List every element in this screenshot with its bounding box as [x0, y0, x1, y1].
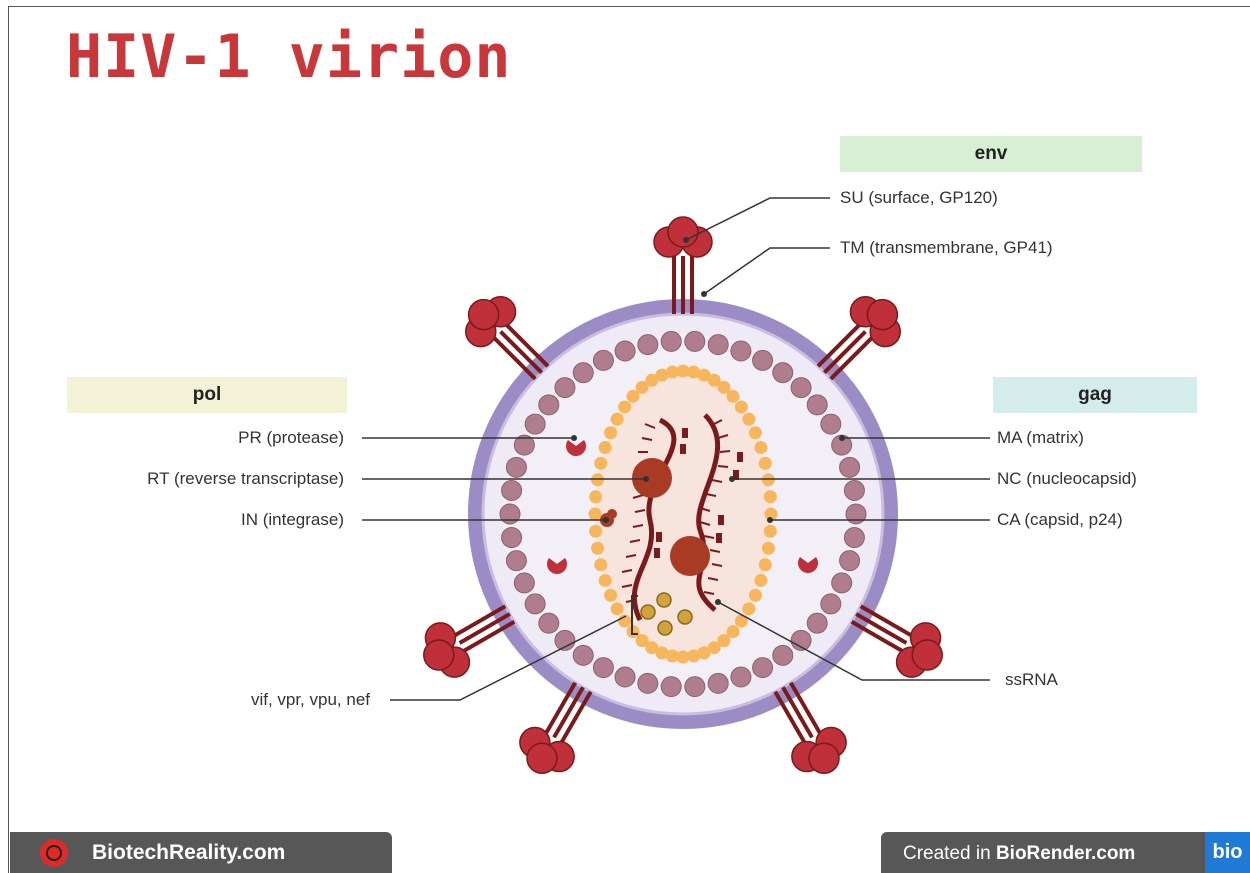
biorender-badge: bio	[1205, 832, 1250, 873]
label-accessory: vif, vpr, vpu, nef	[180, 690, 370, 710]
capsid-protein	[749, 589, 762, 602]
matrix-protein	[525, 594, 545, 614]
matrix-protein	[821, 414, 841, 434]
matrix-protein	[615, 341, 635, 361]
label-ma: MA (matrix)	[997, 428, 1084, 448]
capsid-protein	[764, 525, 777, 538]
capsid-protein	[618, 400, 631, 413]
matrix-protein	[840, 551, 860, 571]
matrix-protein	[506, 551, 526, 571]
label-in: IN (integrase)	[150, 510, 344, 530]
capsid-protein	[754, 441, 767, 454]
capsid-protein	[589, 508, 602, 521]
matrix-protein	[514, 573, 534, 593]
env-group-header: env	[840, 136, 1142, 172]
capsid-protein	[591, 542, 604, 555]
matrix-protein	[708, 335, 728, 355]
footer-site-banner: BiotechReality.com	[10, 832, 392, 873]
matrix-protein	[573, 363, 593, 383]
capsid-protein	[599, 574, 612, 587]
capsid-protein	[726, 390, 739, 403]
matrix-protein	[844, 480, 864, 500]
matrix-protein	[539, 613, 559, 633]
reverse-transcriptase	[632, 458, 672, 498]
gag-group-header: gag	[993, 377, 1197, 413]
capsid-protein	[589, 525, 602, 538]
footer-site-name: BiotechReality.com	[92, 841, 285, 865]
matrix-protein	[502, 528, 522, 548]
matrix-protein	[593, 658, 613, 678]
matrix-protein	[555, 378, 575, 398]
capsid-protein	[604, 426, 617, 439]
matrix-protein	[821, 594, 841, 614]
matrix-protein	[753, 658, 773, 678]
matrix-protein	[539, 395, 559, 415]
footer-credit-banner: Created in BioRender.com bio	[881, 832, 1250, 873]
matrix-protein	[506, 457, 526, 477]
matrix-protein	[753, 350, 773, 370]
matrix-protein	[731, 341, 751, 361]
matrix-protein	[525, 414, 545, 434]
label-rt: RT (reverse transcriptase)	[70, 469, 344, 489]
capsid-protein	[611, 602, 624, 615]
matrix-protein	[593, 350, 613, 370]
capsid-protein	[762, 473, 775, 486]
matrix-protein	[846, 504, 866, 524]
capsid-protein	[599, 441, 612, 454]
capsid-protein	[742, 413, 755, 426]
matrix-protein	[685, 677, 705, 697]
matrix-protein	[807, 613, 827, 633]
label-pr: PR (protease)	[150, 428, 344, 448]
matrix-protein	[731, 667, 751, 687]
label-nc: NC (nucleocapsid)	[997, 469, 1137, 489]
matrix-protein	[773, 363, 793, 383]
matrix-protein	[807, 395, 827, 415]
matrix-protein	[791, 378, 811, 398]
capsid-protein	[604, 589, 617, 602]
matrix-protein	[708, 673, 728, 693]
matrix-protein	[615, 667, 635, 687]
matrix-protein	[844, 528, 864, 548]
capsid-protein	[764, 490, 777, 503]
capsid-protein	[627, 625, 640, 638]
capsid-protein	[735, 400, 748, 413]
footer-credit: Created in BioRender.com	[903, 843, 1135, 865]
label-su: SU (surface, GP120)	[840, 188, 998, 208]
capsid-protein	[759, 558, 772, 571]
label-tm: TM (transmembrane, GP41)	[840, 238, 1053, 258]
capsid-protein	[742, 602, 755, 615]
capsid-protein	[762, 542, 775, 555]
capsid-protein	[754, 574, 767, 587]
matrix-protein	[832, 573, 852, 593]
capsid-protein	[594, 457, 607, 470]
matrix-protein	[638, 335, 658, 355]
capsid-protein	[759, 457, 772, 470]
pol-group-header: pol	[67, 377, 347, 413]
matrix-protein	[661, 331, 681, 351]
label-ssrna: ssRNA	[1005, 670, 1058, 690]
matrix-protein	[502, 480, 522, 500]
matrix-protein	[661, 677, 681, 697]
capsid-protein	[591, 473, 604, 486]
matrix-protein	[840, 457, 860, 477]
biotechreality-logo-icon	[40, 839, 68, 867]
envelope-spike	[818, 297, 900, 379]
matrix-protein	[573, 645, 593, 665]
matrix-protein	[773, 645, 793, 665]
capsid-protein	[749, 426, 762, 439]
envelope-spike	[466, 297, 548, 379]
capsid-protein	[611, 413, 624, 426]
matrix-protein	[500, 504, 520, 524]
label-ca: CA (capsid, p24)	[997, 510, 1123, 530]
capsid-protein	[594, 558, 607, 571]
capsid-protein	[589, 490, 602, 503]
matrix-protein	[685, 331, 705, 351]
matrix-protein	[638, 673, 658, 693]
